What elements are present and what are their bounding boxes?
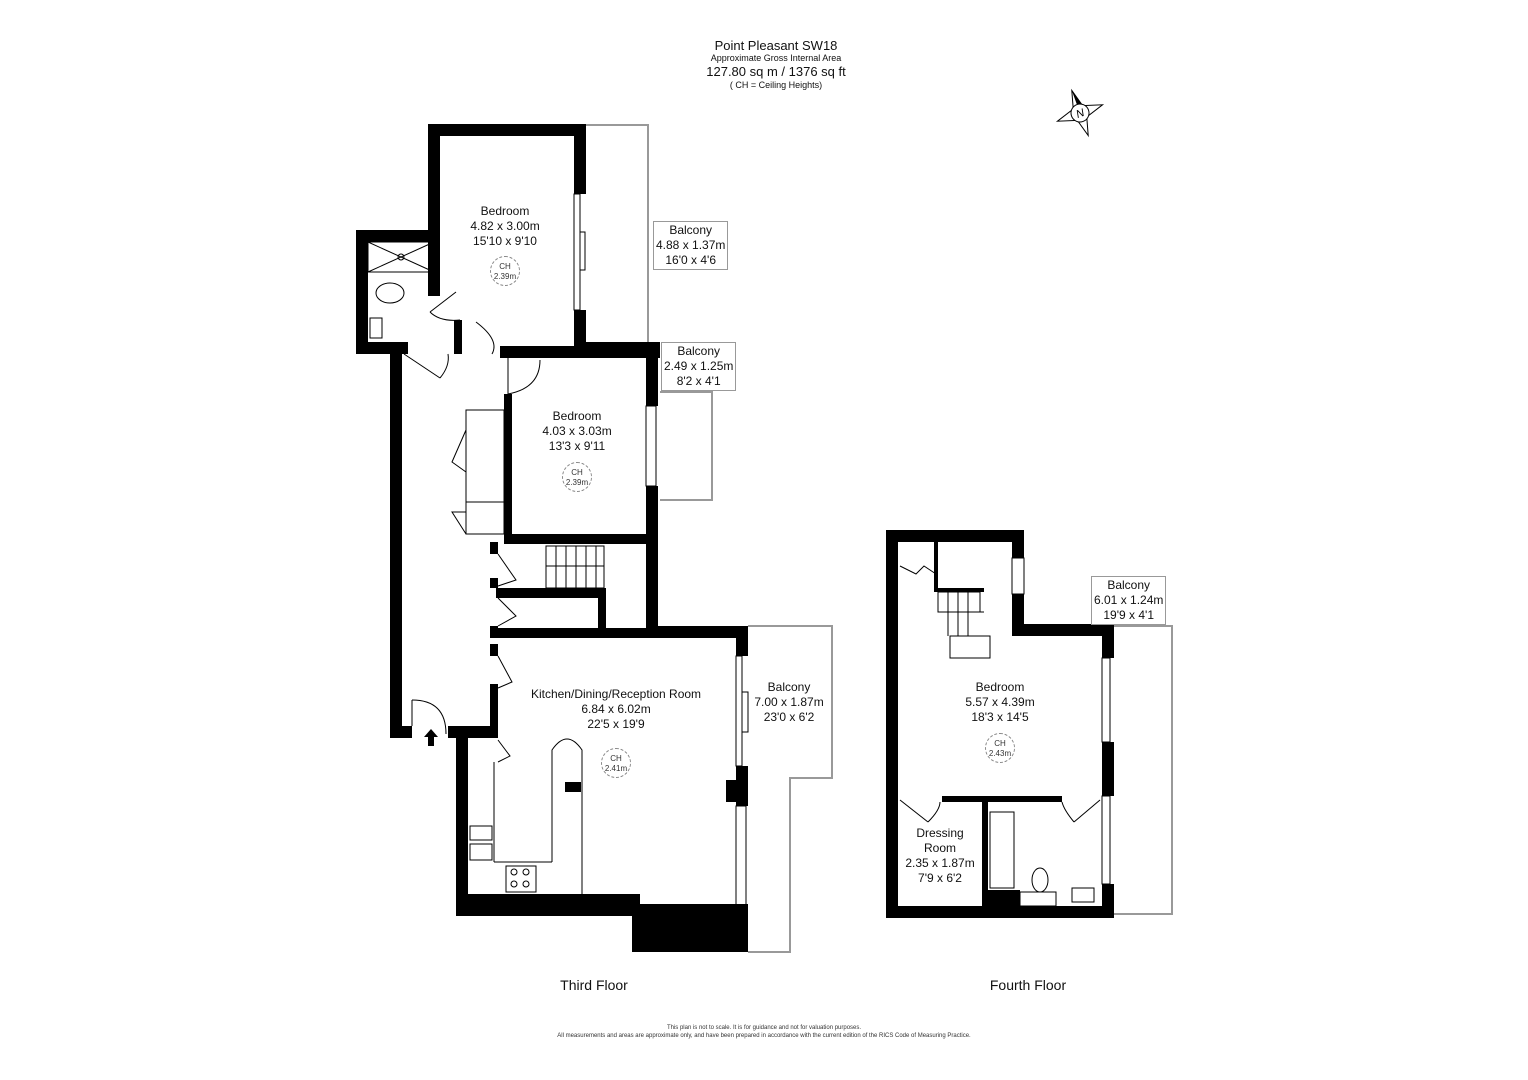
third-floor-walls [356,124,748,952]
balcony-label-1: Balcony 4.88 x 1.37m 16'0 x 4'6 [653,221,729,270]
balcony-name: Balcony [677,344,721,358]
entrance-arrow-icon [424,729,438,746]
room-metric: 4.82 x 3.00m [470,219,540,233]
ceiling-height-badge: CH 2.43m [985,733,1015,763]
room-imperial: 15'10 x 9'10 [473,234,537,248]
balcony-label-3: Balcony 7.00 x 1.87m 23'0 x 6'2 [754,680,823,725]
room-imperial: 22'5 x 19'9 [587,717,645,731]
room-label-bedroom-4f: Bedroom 5.57 x 4.39m 18'3 x 14'5 [965,680,1034,725]
balcony-metric: 7.00 x 1.87m [754,695,824,709]
room-label-bedroom-1: Bedroom 4.82 x 3.00m 15'10 x 9'10 [470,204,539,249]
room-label-dressing-room: Dressing Room 2.35 x 1.87m 7'9 x 6'2 [905,826,974,886]
balcony-imperial: 19'9 x 4'1 [1103,608,1154,622]
room-metric: 2.35 x 1.87m [905,856,975,870]
balcony-imperial: 8'2 x 4'1 [676,374,721,388]
ch-value: 2.39m [565,478,589,487]
property-title: Point Pleasant SW18 [714,38,838,53]
room-name: Bedroom [975,680,1025,694]
ch-label: CH [499,262,511,271]
ceiling-height-badge: CH 2.41m [601,748,631,778]
ch-label: CH [994,739,1006,748]
ceiling-height-note: ( CH = Ceiling Heights) [729,80,823,90]
room-label-bedroom-2: Bedroom 4.03 x 3.03m 13'3 x 9'11 [542,409,611,454]
ch-label: CH [571,468,583,477]
floor-label-fourth: Fourth Floor [989,977,1067,993]
balcony-label-2: Balcony 2.49 x 1.25m 8'2 x 4'1 [661,342,737,391]
disclaimer-line-1: This plan is not to scale. It is for gui… [666,1025,862,1031]
ch-label: CH [610,754,622,763]
balcony-imperial: 16'0 x 4'6 [665,253,716,267]
balcony-name: Balcony [1107,578,1151,592]
gross-area: 127.80 sq m / 1376 sq ft [706,64,846,79]
room-name: Dressing [916,826,964,840]
balcony-name: Balcony [669,223,713,237]
ceiling-height-badge: CH 2.39m [562,462,592,492]
balcony-metric: 6.01 x 1.24m [1094,593,1164,607]
balcony-imperial: 23'0 x 6'2 [763,710,815,724]
fourth-floor-fixtures [899,557,1111,907]
ch-value: 2.41m [604,764,628,773]
area-caption: Approximate Gross Internal Area [710,53,842,63]
room-metric: 5.57 x 4.39m [965,695,1035,709]
room-imperial: 18'3 x 14'5 [971,710,1029,724]
ch-value: 2.39m [493,272,517,281]
balcony-metric: 2.49 x 1.25m [664,359,734,373]
room-label-kitchen-dining-reception: Kitchen/Dining/Reception Room 6.84 x 6.0… [531,687,701,732]
ceiling-height-badge: CH 2.39m [490,256,520,286]
room-name: Bedroom [480,204,530,218]
room-imperial: 7'9 x 6'2 [918,871,962,885]
svg-text:N: N [1075,107,1087,121]
balcony-label-4f: Balcony 6.01 x 1.24m 19'9 x 4'1 [1091,576,1167,625]
room-name: Kitchen/Dining/Reception Room [530,687,702,701]
room-metric: 6.84 x 6.02m [581,702,651,716]
disclaimer-line-2: All measurements and areas are approxima… [557,1033,971,1039]
balcony-name: Balcony [767,680,811,694]
room-metric: 4.03 x 3.03m [542,424,612,438]
room-name: Room [923,841,956,855]
third-floor-fixtures [367,193,749,933]
room-imperial: 13'3 x 9'11 [548,439,606,453]
fourth-floor-balcony [1112,625,1173,915]
ch-value: 2.43m [988,749,1012,758]
compass-north-icon: N [1055,88,1105,138]
floor-label-third: Third Floor [560,977,628,993]
third-floor-balconies [585,124,833,953]
room-name: Bedroom [552,409,602,423]
fourth-floor-walls [886,530,1114,918]
balcony-metric: 4.88 x 1.37m [656,238,726,252]
